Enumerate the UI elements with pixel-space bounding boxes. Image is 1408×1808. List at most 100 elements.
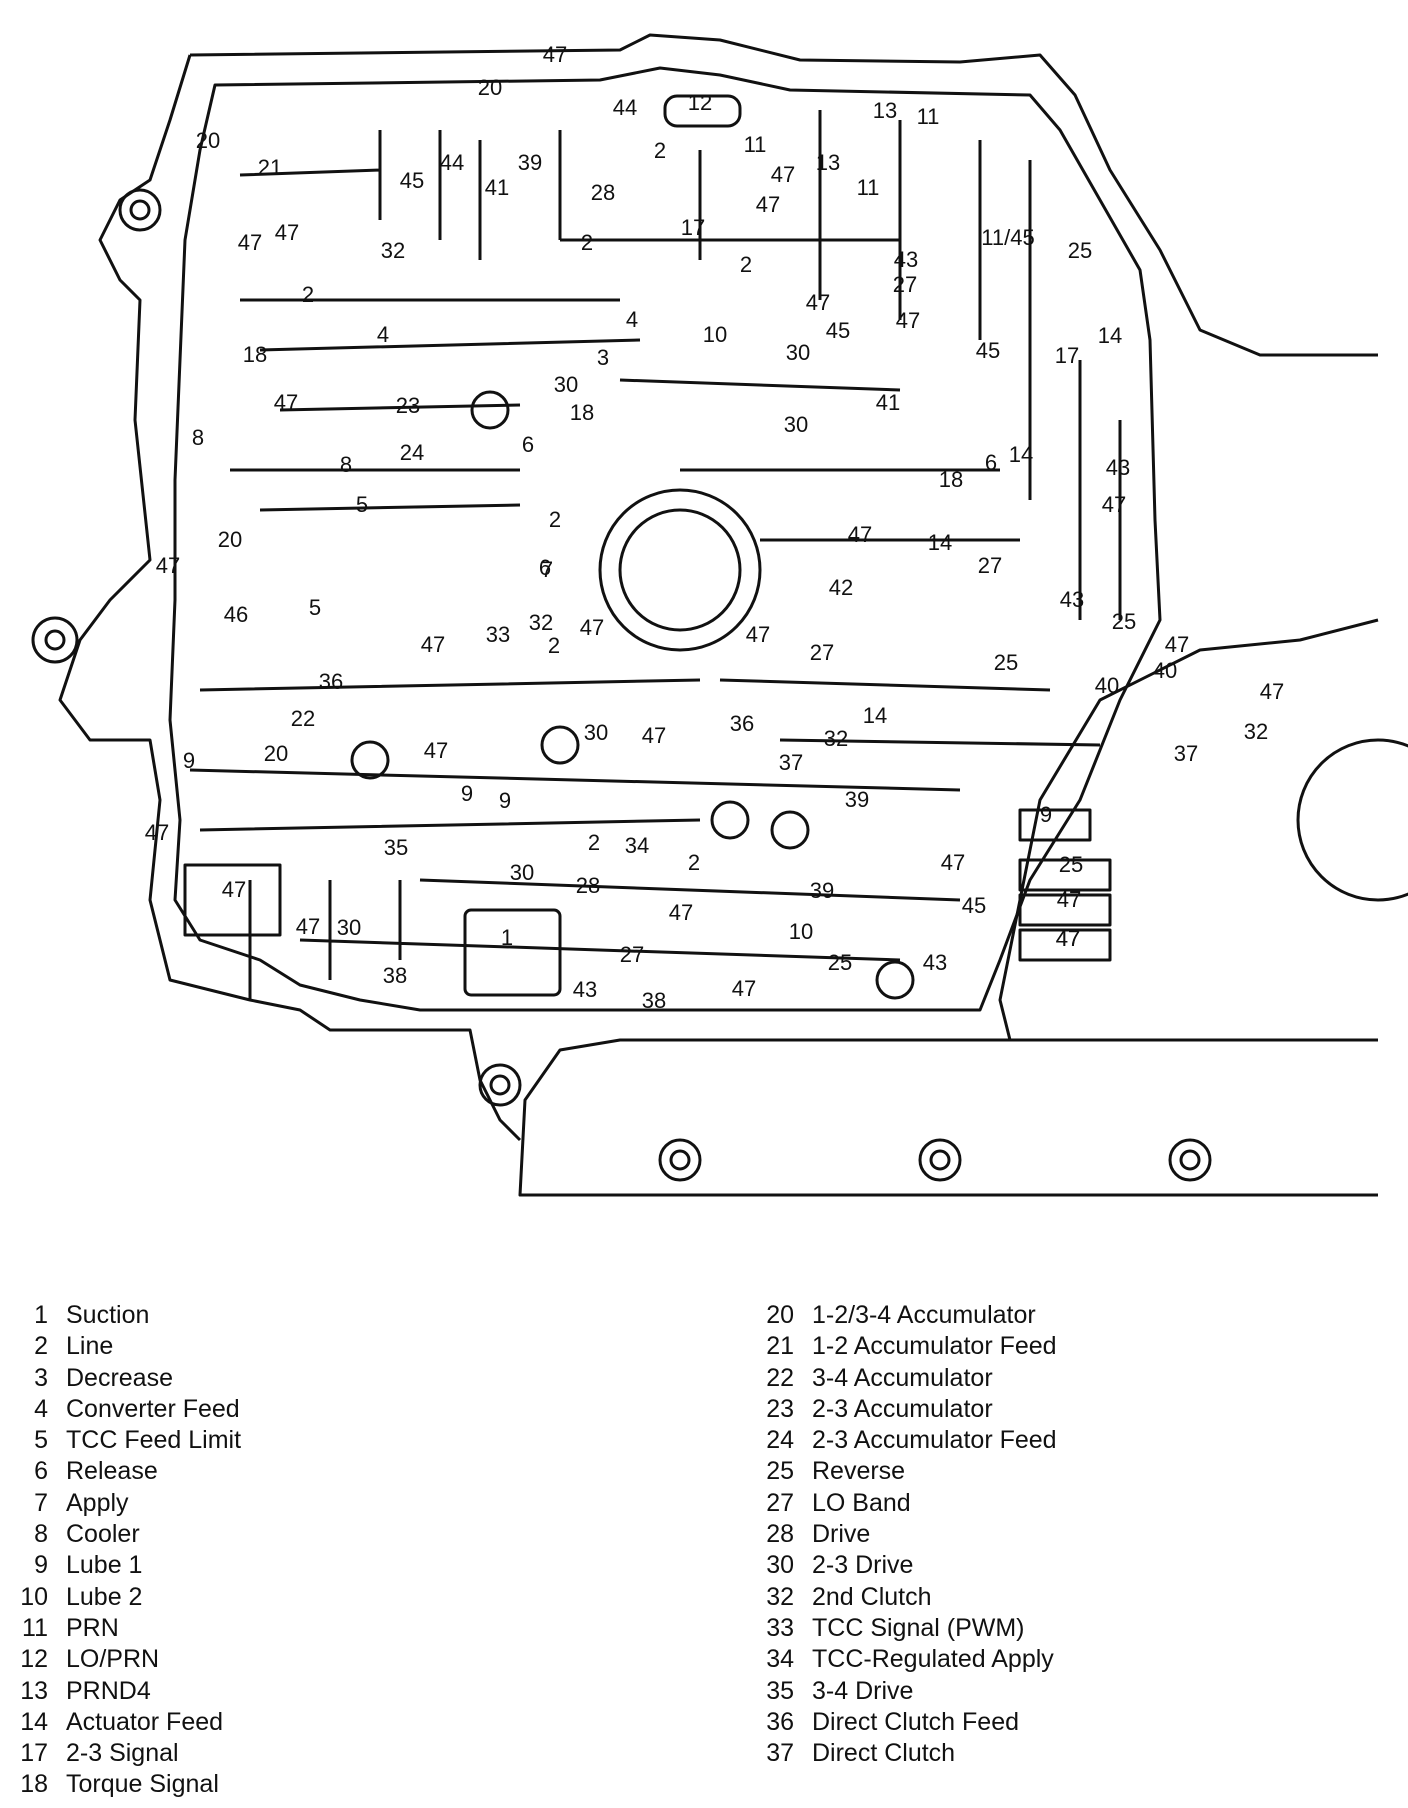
- legend-label: LO/PRN: [66, 1645, 160, 1674]
- passage-callout: 37: [779, 750, 803, 775]
- passage-callout: 2: [302, 282, 314, 307]
- passage-callout: 43: [1060, 587, 1084, 612]
- passage-callout: 1: [501, 925, 513, 950]
- legend-label: 2-3 Accumulator Feed: [812, 1426, 1057, 1455]
- passage-callout: 47: [771, 162, 795, 187]
- passage-callout: 11/45: [981, 225, 1034, 250]
- casting-outline: [31, 33, 1408, 1197]
- passage-callout: 32: [1244, 719, 1268, 744]
- legend-number: 25: [766, 1457, 794, 1486]
- legend-label: Reverse: [812, 1457, 906, 1486]
- passage-callout: 22: [291, 706, 315, 731]
- legend-number: 1: [34, 1301, 48, 1329]
- passage-callout: 37: [1174, 741, 1198, 766]
- passage-callout: 38: [383, 963, 407, 988]
- passage-callout: 5: [309, 595, 321, 620]
- legend-number: 24: [766, 1426, 794, 1455]
- passage-callout: 2: [549, 507, 561, 532]
- legend-label: 3-4 Drive: [812, 1676, 914, 1705]
- legend-number: 14: [20, 1707, 48, 1736]
- passage-callout: 18: [570, 400, 594, 425]
- passage-callout: 47: [1165, 632, 1189, 657]
- legend-number: 8: [34, 1520, 48, 1549]
- legend-number: 5: [34, 1426, 48, 1455]
- passage-callout: 18: [243, 342, 267, 367]
- passage-callout: 25: [1059, 852, 1083, 877]
- legend-number: 7: [34, 1488, 48, 1517]
- passage-callout: 9: [183, 748, 195, 773]
- legend-label: Direct Clutch Feed: [812, 1707, 1020, 1736]
- passage-callout: 35: [384, 835, 408, 860]
- passage-callout: 30: [554, 372, 578, 397]
- passage-callout: 36: [319, 669, 343, 694]
- legend-number: 2: [34, 1332, 48, 1361]
- passage-callout: 47: [238, 230, 262, 255]
- passage-callout: 47: [1056, 926, 1080, 951]
- passage-callout: 24: [400, 440, 424, 465]
- passage-callout: 47: [1102, 492, 1126, 517]
- passage-callout: 45: [976, 338, 1000, 363]
- passage-callout: 47: [642, 723, 666, 748]
- passage-callout: 4: [626, 307, 638, 332]
- passage-callout: 14: [1009, 442, 1033, 467]
- passage-callout: 45: [400, 168, 424, 193]
- passage-callout: 3: [597, 345, 609, 370]
- passage-callout: 25: [994, 650, 1018, 675]
- passage-callout: 47: [896, 308, 920, 333]
- legend-number: 32: [766, 1582, 794, 1611]
- legend-label: Converter Feed: [66, 1394, 240, 1423]
- passage-callout: 28: [591, 180, 615, 205]
- passage-callout: 25: [828, 950, 852, 975]
- passage-callout: 39: [518, 150, 542, 175]
- legend-label: Decrease: [66, 1363, 173, 1392]
- passage-callout: 47: [1056, 926, 1080, 951]
- passage-callout: 18: [939, 467, 963, 492]
- passage-callout: 11: [917, 104, 940, 129]
- legend-number: 18: [20, 1770, 48, 1799]
- legend-number: 3: [34, 1363, 48, 1392]
- passage-callout: 14: [863, 703, 887, 728]
- passage-callout: 47: [156, 553, 180, 578]
- passage-callout: 5: [356, 492, 368, 517]
- legend-label: Drive: [812, 1520, 871, 1549]
- legend-label: 3-4 Accumulator: [812, 1363, 993, 1392]
- passage-callout: 17: [1055, 343, 1079, 368]
- legend-label: 1-2 Accumulator Feed: [812, 1332, 1057, 1361]
- passage-callout: 30: [784, 412, 808, 437]
- passage-callout: 2: [548, 633, 560, 658]
- passage-callout: 23: [396, 393, 420, 418]
- passage-callout: 33: [486, 622, 510, 647]
- passage-callout: 28: [576, 873, 600, 898]
- passage-callout: 14: [1098, 323, 1122, 348]
- passage-callout: 47: [669, 900, 693, 925]
- legend-label: TCC-Regulated Apply: [812, 1645, 1054, 1674]
- legend-item: 24 2-3 Accumulator Feed: [760, 1425, 1057, 1456]
- passage-callout: 11: [857, 175, 880, 200]
- passage-callout: 9: [1040, 802, 1052, 827]
- passage-callout: 30: [786, 340, 810, 365]
- passage-callout: 8: [192, 425, 204, 450]
- passage-callout: 47: [1057, 887, 1081, 912]
